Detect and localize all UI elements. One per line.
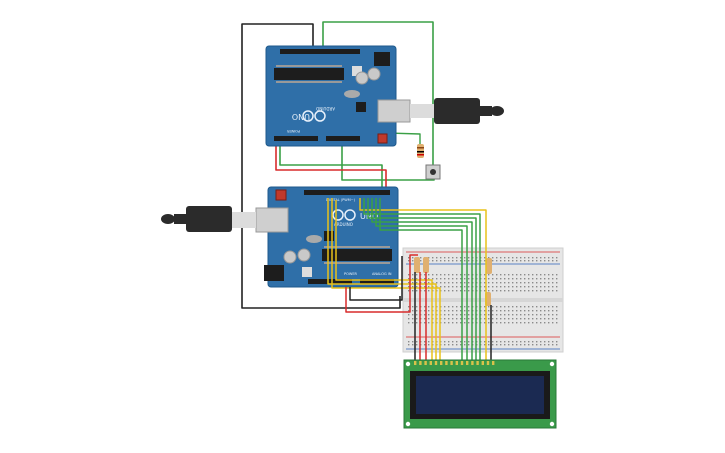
wire-red-vcc[interactable] — [345, 254, 418, 313]
lcd-pin-header[interactable] — [414, 361, 495, 365]
arduino-bottom-header-analog[interactable] — [360, 279, 394, 284]
arduino-bottom-header-power[interactable] — [308, 279, 352, 284]
wire-yellow-2[interactable] — [331, 198, 441, 362]
usb-cable-top[interactable] — [377, 98, 504, 124]
arduino-top[interactable]: UNO ARDUINO POWER — [265, 45, 397, 147]
arduino-top-power-label: POWER — [286, 129, 300, 133]
breadboard[interactable] — [402, 247, 564, 353]
wire-yellow-4[interactable] — [335, 200, 433, 362]
lcd-screen — [416, 376, 544, 414]
wire-green-6[interactable] — [379, 198, 463, 362]
wire-black-bb[interactable] — [349, 256, 403, 301]
arduino-bottom-model: UNO — [360, 212, 378, 221]
arduino-top-reset-button[interactable] — [377, 133, 388, 144]
arduino-top-model: UNO — [292, 112, 310, 121]
wire-green-3[interactable] — [367, 198, 477, 362]
arduino-bottom-logo — [332, 209, 356, 221]
arduino-bottom-header-digital[interactable] — [304, 190, 390, 195]
arduino-bottom-mcu — [322, 249, 392, 261]
resistor-4 — [486, 258, 492, 274]
wire-red-link[interactable] — [275, 146, 387, 190]
wire-green-2[interactable] — [363, 198, 481, 362]
wire-black-gnd[interactable] — [241, 23, 401, 309]
wire-green-top[interactable] — [322, 21, 434, 170]
wire-green-link-1[interactable] — [279, 146, 383, 190]
resistor-3 — [423, 257, 429, 273]
usb-cable-end-top — [490, 106, 504, 116]
wire-yellow-1[interactable] — [359, 198, 487, 362]
wire-green-4[interactable] — [371, 198, 473, 362]
arduino-bottom-reset-button[interactable] — [275, 189, 287, 201]
pushbutton-circuit[interactable] — [417, 144, 441, 180]
arduino-top-brand: ARDUINO — [316, 106, 335, 111]
arduino-top-mcu — [274, 68, 344, 80]
wire-green-5[interactable] — [375, 198, 468, 362]
usb-port-top — [377, 99, 411, 123]
arduino-bottom-analog-label: ANALOG IN — [372, 272, 392, 276]
usb-cable-end-bottom — [161, 214, 175, 224]
usb-plug-bottom — [186, 206, 232, 232]
resistor-2 — [414, 257, 420, 273]
usb-cable-bottom[interactable] — [161, 206, 289, 233]
wires-front — [327, 198, 492, 362]
arduino-bottom-power-label: POWER — [344, 272, 358, 276]
lcd-display[interactable] — [403, 359, 557, 429]
arduino-top-header-digital[interactable] — [280, 49, 360, 54]
arduino-bottom[interactable]: DIGITAL (PWM~) ARDUINO UNO POWER ANALOG … — [264, 186, 399, 288]
usb-port-bottom — [255, 207, 289, 233]
arduino-bottom-digital-label: DIGITAL (PWM~) — [326, 198, 356, 202]
arduino-top-header-power[interactable] — [274, 136, 318, 141]
arduino-top-header-analog[interactable] — [326, 136, 360, 141]
wire-yellow-3[interactable] — [327, 198, 437, 362]
arduino-top-logo — [302, 110, 326, 122]
usb-plug-top — [434, 98, 480, 124]
arduino-bottom-brand: ARDUINO — [334, 222, 353, 227]
arduino-bottom-power-jack[interactable] — [264, 265, 284, 281]
